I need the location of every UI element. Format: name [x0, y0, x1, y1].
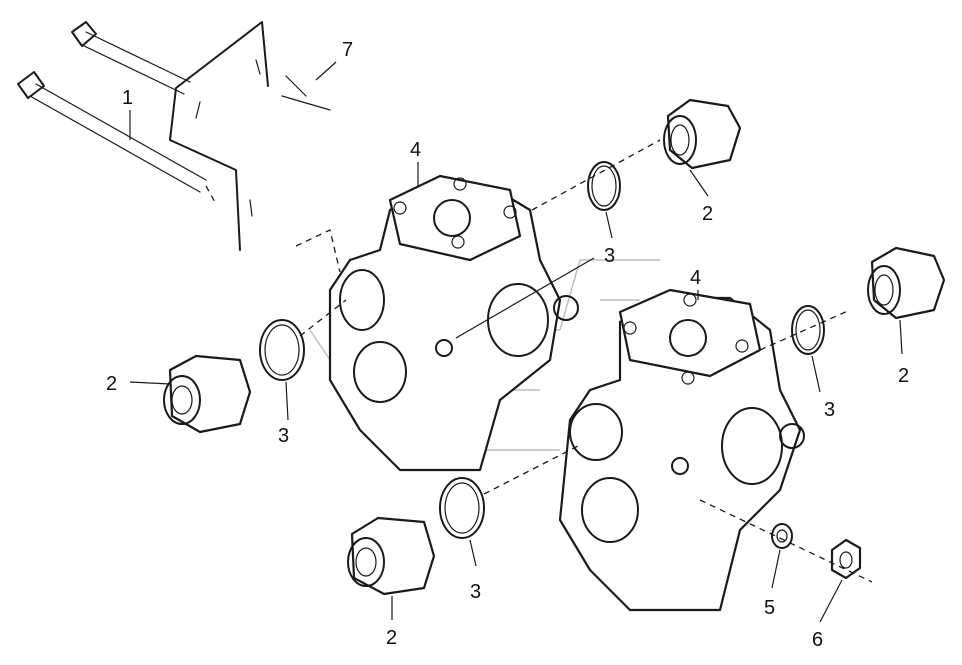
callout-part-2-left: 2	[106, 373, 117, 395]
callout-part-4-upper: 4	[410, 139, 421, 161]
callout-part-2-right: 2	[898, 365, 909, 387]
callout-part-4-lower: 4	[690, 267, 701, 289]
callout-part-2-bottom: 2	[386, 627, 397, 649]
seal-ring-part-3	[259, 161, 825, 539]
callout-part-3-upper: 3	[604, 245, 615, 267]
callout-labels: 1 7 4 2 3 4 2 3 2 3 3 2 5 6	[106, 39, 909, 651]
bracket-part-7	[169, 21, 331, 251]
nut-part-6	[830, 538, 862, 580]
callout-part-1: 1	[122, 87, 133, 109]
callout-part-3-right: 3	[824, 399, 835, 421]
callout-part-5: 5	[764, 597, 775, 619]
fitting-part-2-far-right	[867, 246, 946, 320]
leader-lines	[129, 61, 903, 623]
fitting-part-2-upper-right	[663, 98, 742, 170]
fitting-part-2-bottom	[347, 516, 436, 596]
assembly-axis-lines	[295, 139, 873, 583]
callout-part-3-bottom: 3	[470, 581, 481, 603]
fitting-part-2-left	[163, 354, 252, 434]
valve-body-lower	[558, 288, 805, 612]
callout-part-3-left: 3	[278, 425, 289, 447]
valve-body-upper	[328, 174, 579, 472]
bolt-part-1	[17, 21, 217, 205]
callout-part-7: 7	[342, 39, 353, 61]
washer-part-5	[771, 523, 793, 549]
callout-part-2-upper: 2	[702, 203, 713, 225]
callout-part-6: 6	[812, 629, 823, 651]
